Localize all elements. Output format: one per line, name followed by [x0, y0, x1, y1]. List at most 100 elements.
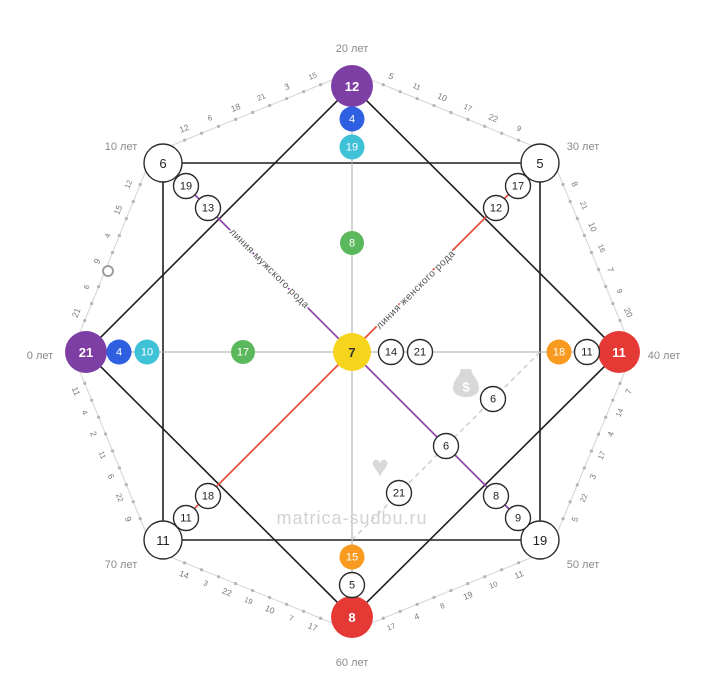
age-tick-number: 4	[605, 430, 616, 438]
age-tick-dot	[110, 250, 115, 255]
age-tick-dot	[618, 318, 622, 323]
node-age-30-inner-1	[504, 172, 532, 200]
age-tick-dot	[466, 582, 470, 586]
age-tick-dot	[398, 609, 402, 613]
age-tick-dot	[285, 602, 289, 606]
age-tick-dot	[449, 110, 453, 115]
age-tick-number: 9	[92, 257, 103, 265]
age-tick-number: 8	[569, 180, 580, 188]
node-age-70-value: 11	[156, 533, 170, 548]
age-tick-number: 14	[178, 568, 191, 581]
age-tick-number: 20	[622, 306, 635, 319]
node-age-60-circle	[331, 596, 373, 638]
age-tick-dot	[561, 182, 565, 187]
age-tick-dot	[604, 415, 608, 419]
node-right-inner-1-circle	[573, 338, 601, 366]
node-age-30-inner-2-circle	[482, 194, 510, 222]
age-tick-dot	[466, 117, 470, 121]
node-age-30-inner-2-value: 12	[490, 203, 502, 215]
current-age-marker	[102, 265, 114, 277]
age-tick-number: 22	[221, 586, 234, 599]
node-age-20	[331, 65, 373, 107]
age-tick-number: 9	[123, 515, 134, 523]
node-age-30-inner-1-circle	[504, 172, 532, 200]
age-tick-dot	[398, 90, 402, 94]
node-bottom-inner-2-circle	[339, 544, 365, 570]
age-tick-number: 19	[462, 589, 475, 602]
age-tick-number: 10	[586, 221, 599, 234]
node-bottom-inner-1-circle	[338, 571, 366, 599]
age-tick-dot	[381, 83, 385, 87]
node-right-inner-2-circle	[546, 339, 572, 365]
node-left-inner-1	[106, 339, 132, 365]
age-tick-number: 7	[605, 266, 616, 274]
age-tick-dot	[589, 449, 594, 453]
age-tick-dot	[97, 415, 101, 419]
age-tick-dot	[575, 216, 579, 221]
node-top-inner-1-circle	[339, 106, 365, 132]
age-tick-number: 17	[306, 620, 319, 633]
age-tick-dot	[199, 568, 204, 572]
age-tick-dot	[268, 595, 272, 600]
age-tick-number: 5	[387, 71, 395, 82]
age-tick-number: 12	[178, 122, 191, 135]
age-tick-dot	[432, 103, 436, 108]
node-age-30-circle	[520, 143, 560, 183]
age-tick-number: 6	[206, 113, 213, 123]
node-money-1-value: 6	[490, 394, 496, 406]
age-tick-dot	[83, 319, 87, 323]
node-age-30-inner-2	[482, 194, 510, 222]
age-tick-number: 4	[80, 409, 90, 416]
node-vertical-green	[340, 231, 364, 255]
node-horizontal-green-circle	[231, 340, 255, 364]
age-tick-number: 11	[411, 81, 422, 92]
age-label-20: 20 лет	[336, 43, 369, 55]
node-age-20-value: 12	[345, 79, 359, 94]
node-age-30	[520, 143, 560, 183]
watermark: matrica-sudbu.ru	[276, 508, 427, 528]
node-age-70-inner-1	[172, 504, 200, 532]
node-center	[333, 333, 371, 371]
node-center-right-2-circle	[406, 338, 434, 366]
age-tick-number: 19	[243, 595, 254, 606]
node-age-50	[520, 520, 560, 560]
node-top-inner-1	[339, 106, 365, 132]
node-left-inner-1-circle	[106, 339, 132, 365]
node-right-inner-1-value: 11	[581, 347, 592, 359]
age-tick-dot	[582, 233, 586, 238]
node-age-50-inner-1-circle	[504, 504, 532, 532]
age-tick-number: 17	[596, 450, 608, 461]
node-horizontal-green	[231, 340, 255, 364]
age-tick-dot	[500, 131, 504, 135]
age-tick-dot	[381, 616, 385, 620]
age-tick-dot	[500, 568, 504, 572]
age-tick-dot	[110, 449, 115, 453]
age-tick-dot	[611, 301, 615, 306]
node-age-50-inner-2	[482, 482, 510, 510]
node-bottom-inner-2	[339, 544, 365, 570]
age-tick-number: 8	[439, 601, 446, 611]
age-tick-dot	[117, 233, 121, 238]
age-tick-number: 21	[70, 306, 83, 319]
age-tick-dot	[124, 216, 128, 221]
age-tick-number: 12	[123, 179, 134, 190]
age-tick-dot	[415, 97, 419, 101]
age-tick-dot	[138, 517, 142, 521]
node-horizontal-green-value: 17	[237, 347, 249, 359]
age-tick-dot	[199, 131, 204, 135]
node-age-10-inner-1-circle	[172, 172, 200, 200]
age-tick-dot	[103, 432, 108, 436]
age-tick-dot	[432, 595, 436, 600]
node-age-10	[143, 143, 183, 183]
age-tick-dot	[233, 582, 238, 586]
node-bottom-inner-1	[338, 571, 366, 599]
node-age-20-circle	[331, 65, 373, 107]
node-age-70-inner-2-value: 18	[202, 491, 214, 503]
node-money-1	[479, 385, 507, 413]
age-label-70: 70 лет	[105, 559, 138, 571]
age-tick-number: 17	[386, 621, 397, 632]
node-diagonal-mid	[432, 432, 460, 460]
age-tick-number: 11	[97, 450, 108, 461]
age-tick-dot	[117, 466, 121, 470]
